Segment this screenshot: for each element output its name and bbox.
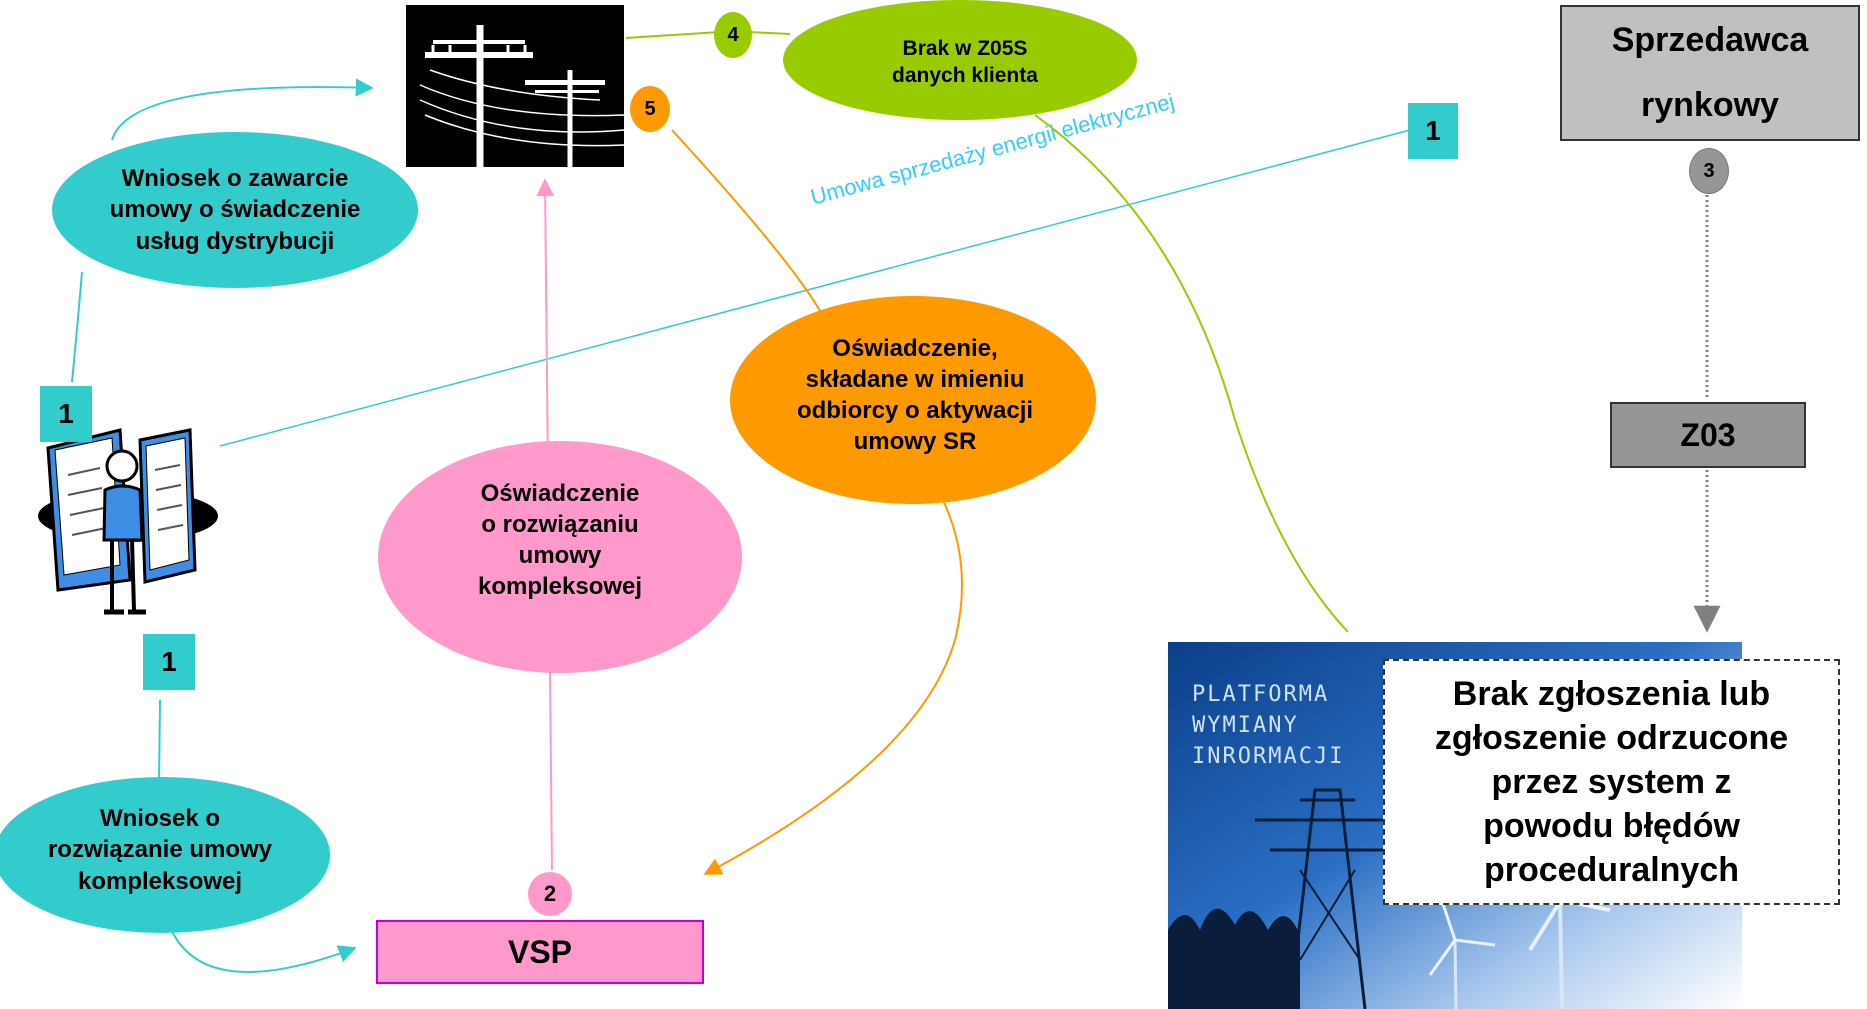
connector-grid-to-brak	[625, 31, 791, 39]
badge-3: 3	[1689, 148, 1729, 194]
oswiadczenie-rozwiazanie-label: Oświadczenie o rozwiązaniu umowy komplek…	[477, 479, 643, 601]
platform-line2: WYMIANY	[1192, 712, 1299, 738]
ellipse-wniosek-rozwiazanie	[0, 777, 330, 933]
brak-zgloszenia-box: Brak zgłoszenia lub zgłoszenie odrzucone…	[1383, 659, 1840, 905]
connector-badge1-to-rozw	[158, 699, 161, 787]
power-lines-icon	[406, 5, 625, 167]
wniosek-dystrybucji-label: Wniosek o zawarcie umowy o świadczenie u…	[109, 165, 361, 255]
badge-1-left: 1	[40, 386, 92, 442]
oswiadczenie-aktywacja-label: Oświadczenie, składane w imieniu odbiorc…	[796, 334, 1034, 456]
z03-label: Z03	[1680, 416, 1736, 453]
connector-contract-line	[219, 129, 1411, 447]
badge-2: 2	[528, 872, 572, 916]
connector-brak-to-platform	[1034, 114, 1349, 633]
badge-5: 5	[630, 86, 670, 132]
connector-badge5-to-vsp	[671, 129, 963, 874]
platform-title: PLATFORMA WYMIANY INRORMACJI	[1192, 680, 1344, 772]
connector-wniosek-to-grid	[111, 78, 374, 141]
badge-1-bottom: 1	[143, 634, 195, 690]
ellipse-oswiadczenie-aktywacja	[730, 296, 1096, 504]
platform-line1: PLATFORMA	[1192, 682, 1330, 707]
sprzedawca-box: Sprzedawca rynkowy	[1560, 5, 1860, 141]
person-with-contracts-icon	[38, 428, 218, 615]
connector-rozw-to-vsp	[164, 911, 357, 973]
ellipse-brak-z05s	[783, 0, 1137, 120]
ellipse-oswiadczenie-rozwiazanie	[378, 441, 742, 673]
vsp-box: VSP	[376, 920, 704, 984]
connector-badge1-to-wniosek	[71, 271, 83, 383]
ellipse-wniosek-dystrybucji	[52, 132, 418, 288]
platform-line3: INRORMACJI	[1192, 743, 1345, 769]
badge-1-top-right: 1	[1408, 103, 1458, 159]
wniosek-rozwiazanie-label: Wniosek o rozwiązanie umowy kompleksowej	[47, 805, 273, 895]
vsp-label: VSP	[507, 933, 573, 970]
z03-box: Z03	[1610, 402, 1806, 468]
badge-4: 4	[714, 12, 752, 58]
brak-z05s-label: Brak w Z05S danych klienta	[892, 36, 1038, 87]
